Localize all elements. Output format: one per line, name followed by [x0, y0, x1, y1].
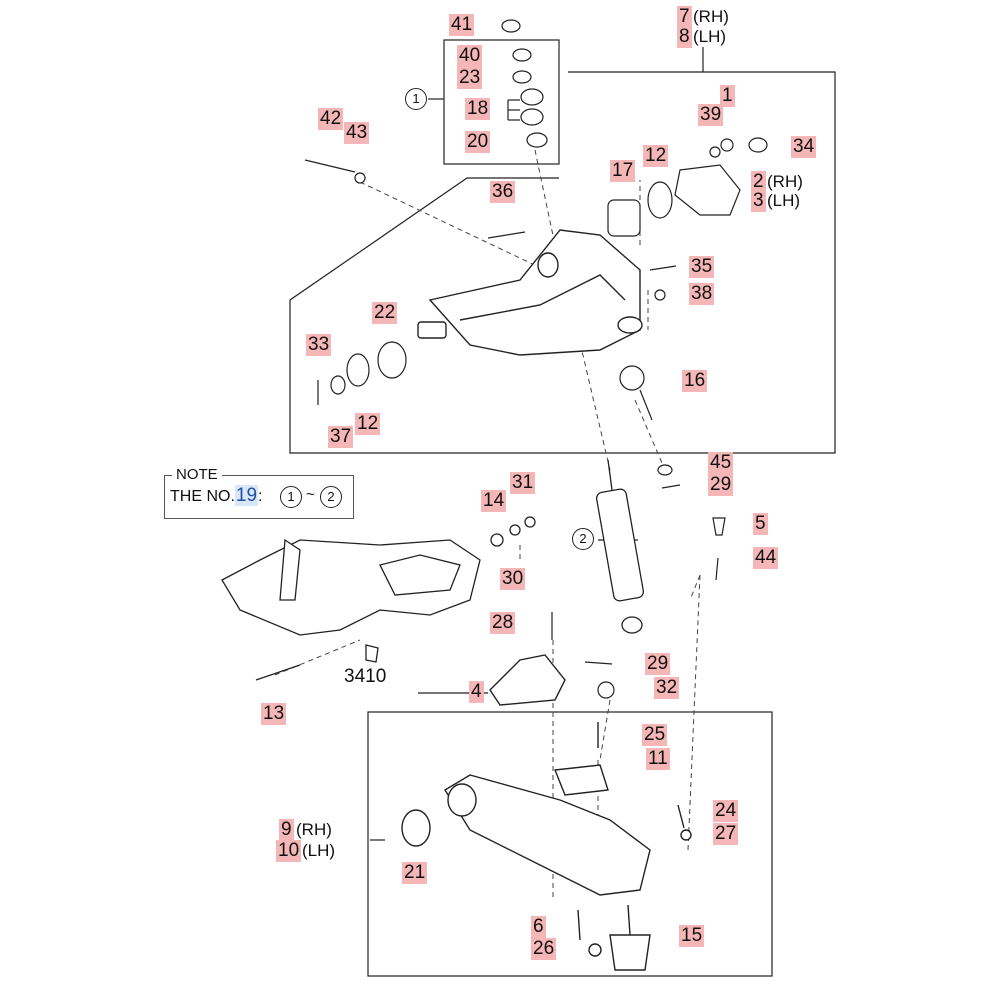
callout-40[interactable]: 40 — [457, 45, 483, 67]
callout-30[interactable]: 30 — [500, 568, 526, 590]
callout-27[interactable]: 27 — [713, 823, 739, 845]
callout-37[interactable]: 37 — [328, 426, 354, 448]
callout-13[interactable]: 13 — [261, 703, 287, 725]
callout-44[interactable]: 44 — [753, 547, 779, 569]
reference-label-3410: 3410 — [344, 666, 387, 687]
callout-15[interactable]: 15 — [679, 925, 705, 947]
callout-16[interactable]: 16 — [682, 370, 708, 392]
callout-41[interactable]: 41 — [449, 14, 475, 36]
callout-2[interactable]: 2 — [751, 171, 766, 193]
bushing-kit-box — [443, 39, 560, 165]
callout-17[interactable]: 17 — [610, 160, 636, 182]
callout-35[interactable]: 35 — [689, 256, 715, 278]
callout-42[interactable]: 42 — [318, 108, 344, 130]
note-circle-2: 2 — [320, 486, 342, 508]
callout-5[interactable]: 5 — [753, 513, 768, 535]
lower-arm-frame — [367, 711, 773, 977]
callout-22[interactable]: 22 — [372, 302, 398, 324]
callout-29-lower[interactable]: 29 — [645, 653, 671, 675]
note-prefix: THE NO. — [170, 488, 235, 505]
callout-28[interactable]: 28 — [490, 612, 516, 634]
callout-43[interactable]: 43 — [344, 122, 370, 144]
note-text: THE NO.19: — [170, 485, 262, 507]
callout-38[interactable]: 38 — [689, 283, 715, 305]
note-number[interactable]: 19 — [234, 485, 259, 506]
callout-18[interactable]: 18 — [465, 98, 491, 120]
callout-1[interactable]: 1 — [720, 85, 735, 107]
callout-34[interactable]: 34 — [791, 136, 817, 158]
callout-26[interactable]: 26 — [531, 938, 557, 960]
group-ref-circle-2: 2 — [572, 528, 594, 550]
suffix-rh-2: (RH) — [767, 172, 803, 191]
callout-33[interactable]: 33 — [306, 334, 332, 356]
callout-4[interactable]: 4 — [469, 681, 484, 703]
note-circle-1: 1 — [280, 486, 302, 508]
callout-7[interactable]: 7 — [677, 6, 692, 28]
callout-12-lower[interactable]: 12 — [355, 413, 381, 435]
suffix-rh-7: (RH) — [693, 7, 729, 26]
callout-36[interactable]: 36 — [490, 181, 516, 203]
upper-arm-frame — [289, 71, 836, 454]
callout-39[interactable]: 39 — [698, 104, 724, 126]
note-tilde: ~ — [306, 486, 315, 503]
callout-20[interactable]: 20 — [465, 131, 491, 153]
callout-32[interactable]: 32 — [654, 677, 680, 699]
callout-24[interactable]: 24 — [713, 800, 739, 822]
callout-8[interactable]: 8 — [677, 26, 692, 48]
callout-14[interactable]: 14 — [481, 490, 507, 512]
suffix-lh-10: (LH) — [302, 841, 336, 860]
callout-10[interactable]: 10 — [276, 840, 302, 862]
suffix-lh-3: (LH) — [767, 191, 801, 210]
callout-29-upper[interactable]: 29 — [708, 474, 734, 496]
callout-12-upper[interactable]: 12 — [643, 145, 669, 167]
callout-31[interactable]: 31 — [510, 472, 536, 494]
note-title: NOTE — [172, 466, 222, 483]
group-ref-circle-1: 1 — [405, 88, 427, 110]
callout-3[interactable]: 3 — [751, 190, 766, 212]
suffix-lh-8: (LH) — [693, 27, 727, 46]
callout-6[interactable]: 6 — [531, 916, 546, 938]
callout-21[interactable]: 21 — [402, 862, 428, 884]
callout-23[interactable]: 23 — [457, 67, 483, 89]
suffix-rh-9: (RH) — [296, 820, 332, 839]
note-colon: : — [258, 488, 263, 505]
callout-11[interactable]: 11 — [646, 748, 670, 770]
callout-45[interactable]: 45 — [708, 452, 734, 474]
callout-25[interactable]: 25 — [642, 724, 668, 746]
callout-9[interactable]: 9 — [279, 819, 294, 841]
